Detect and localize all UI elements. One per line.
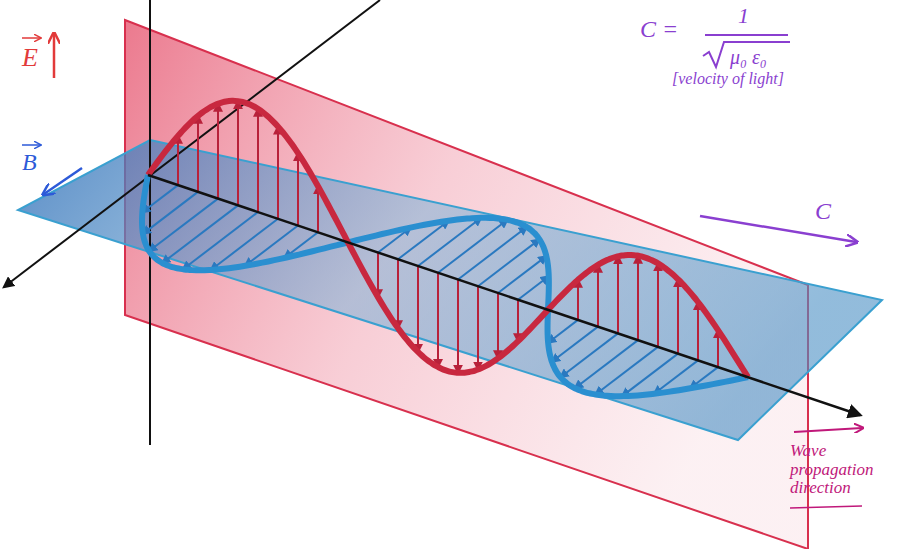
b-field-vector: [143, 192, 198, 234]
direction-note: Wave propagation direction: [790, 442, 900, 498]
b-field-vector: [458, 227, 527, 279]
b-field-vector: [149, 199, 218, 251]
b-field-vector: [498, 256, 546, 293]
e-field-vector: [417, 266, 419, 352]
formula-text: 1: [738, 4, 749, 28]
vector-mark: [22, 37, 40, 39]
vertical-axis: [149, 0, 151, 445]
e-field-vector: [657, 263, 659, 346]
e-field-vector: [517, 300, 519, 342]
e-field-vector: [237, 101, 239, 205]
e-field-vector: [277, 127, 279, 219]
b-field-vector: [552, 327, 598, 362]
e-field-vector: [617, 256, 619, 333]
e-field-vector: [457, 279, 459, 372]
speed-label: C: [815, 198, 831, 224]
formula-text: μ₀ ε₀: [730, 46, 767, 68]
field-symbol: E: [22, 44, 38, 73]
field-axis: [4, 0, 380, 287]
e-field-vector: [437, 273, 439, 367]
e-field-vector: [197, 116, 199, 192]
formula-note: [velocity of light]: [672, 70, 784, 88]
e-field-vector: [217, 104, 219, 199]
e-field-vector: [597, 265, 599, 327]
e-field-vector: [397, 259, 399, 328]
e-field-vector: [637, 256, 639, 340]
e-field-vector: [477, 286, 479, 369]
fraction-bar: [705, 34, 788, 36]
e-field-vector: [297, 153, 299, 225]
b-field-vector: [438, 220, 507, 273]
e-field-vector: [257, 109, 259, 212]
formula-text: C =: [640, 16, 678, 42]
b-field-vector: [518, 276, 549, 299]
e-field-vector: [677, 279, 679, 353]
e-wave: [148, 101, 748, 377]
magnetic-plane: [18, 140, 882, 440]
e-field-vector: [497, 293, 499, 358]
b-field-vector: [183, 212, 258, 269]
direction-arrow: [794, 428, 862, 432]
e-field-arrow: [53, 34, 56, 78]
underline: [790, 506, 862, 508]
speed-arrow: [700, 216, 856, 242]
b-wave: [142, 175, 748, 396]
e-field-vector: [577, 280, 579, 320]
field-symbol: B: [22, 149, 37, 175]
b-field-vector: [575, 340, 638, 388]
e-field-vector: [177, 136, 179, 185]
b-field-vector: [478, 239, 539, 286]
b-field-arrow: [44, 168, 82, 194]
e-field-vector: [697, 302, 699, 360]
root-sign: [703, 42, 790, 67]
b-field-vector: [560, 333, 618, 377]
b-field-vector: [595, 347, 658, 395]
propagation-axis: [148, 175, 860, 415]
b-field-vector: [162, 205, 238, 263]
b-field-vector: [548, 320, 578, 343]
vector-mark: [22, 144, 40, 146]
